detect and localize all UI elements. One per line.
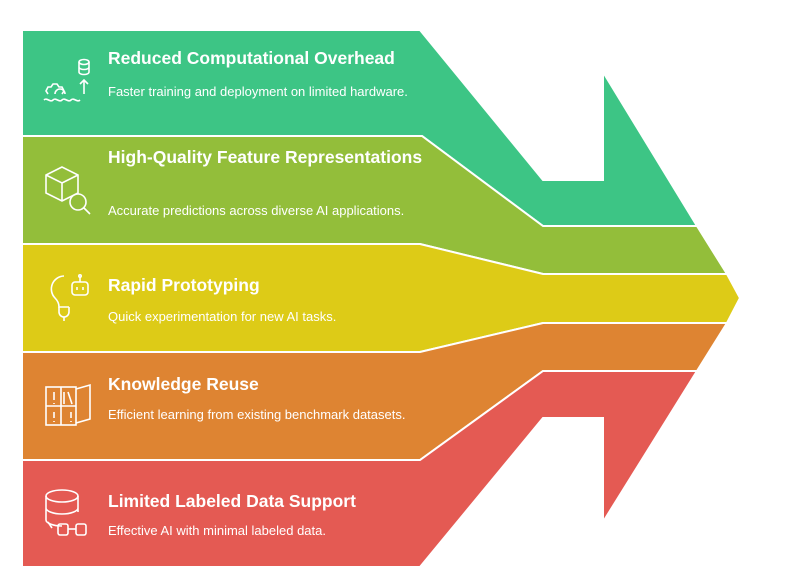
item-desc: Efficient learning from existing benchma… [108,407,406,422]
item-desc: Quick experimentation for new AI tasks. [108,309,337,324]
lightbulb-robot-icon [50,273,89,321]
bookshelf-icon [45,383,91,426]
item-desc: Faster training and deployment on limite… [108,84,408,99]
gear-database-arrow-icon [43,58,90,102]
band-red [21,370,699,568]
cube-search-icon [45,166,91,215]
item-title: Reduced Computational Overhead [108,48,395,68]
item-title: Rapid Prototyping [108,275,260,295]
item-desc: Accurate predictions across diverse AI a… [108,203,405,218]
item-title: High-Quality Feature Representations [108,147,423,167]
database-link-icon [45,489,87,536]
item-title: Knowledge Reuse [108,374,259,394]
item-desc: Effective AI with minimal labeled data. [108,523,326,538]
item-title: Limited Labeled Data Support [108,491,356,511]
